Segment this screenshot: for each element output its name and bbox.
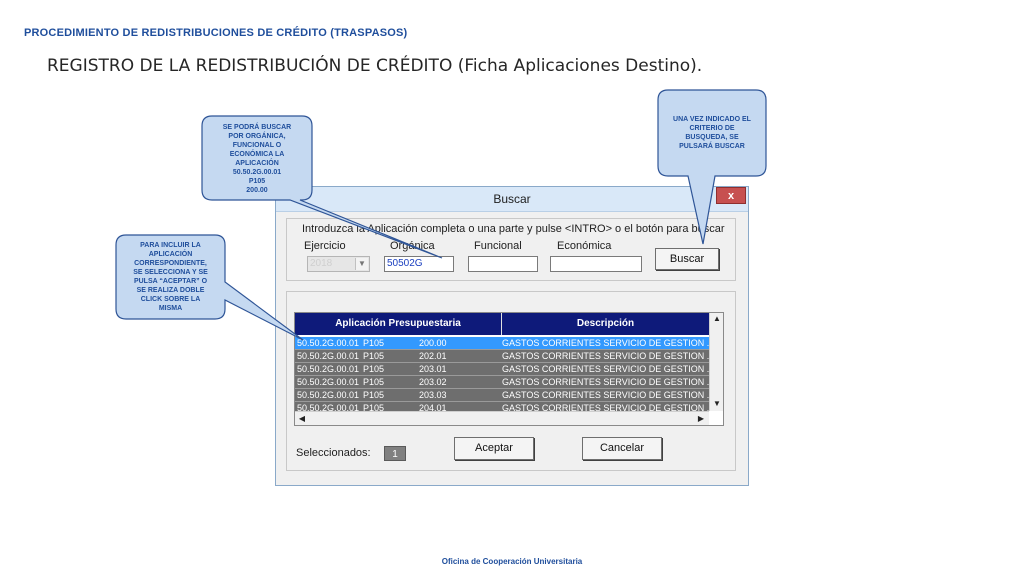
ejercicio-value: 2018 — [310, 258, 333, 269]
slide-footer: Oficina de Cooperación Universitaria — [441, 557, 583, 566]
callout-search-text: SE PODRÁ BUSCAR POR ORGÁNICA, FUNCIONAL … — [204, 123, 310, 195]
grid-header: Aplicación Presupuestaria Descripción — [295, 313, 709, 335]
instruction-text: Introduzca la Aplicación completa o una … — [302, 223, 725, 235]
table-row[interactable]: 50.50.2G.00.01 P105 202.01 GASTOS CORRIE… — [295, 350, 714, 363]
row-organica: 50.50.2G.00.01 — [297, 338, 360, 348]
row-economica: 200.00 — [419, 338, 447, 348]
scroll-up-icon[interactable]: ▲ — [713, 314, 721, 323]
ejercicio-label: Ejercicio — [304, 240, 346, 252]
callout-line: BUSQUEDA, SE — [685, 134, 739, 141]
selected-count: 1 — [384, 446, 406, 461]
row-economica: 204.01 — [419, 403, 447, 413]
selected-label: Seleccionados: — [296, 447, 371, 459]
callout-line: 200.00 — [246, 187, 268, 194]
row-economica: 203.01 — [419, 364, 447, 374]
callout-line: SE REALIZA DOBLE — [136, 287, 205, 294]
callout-line: ECONÓMICA LA — [229, 151, 285, 158]
callout-line: 50.50.2G.00.01 — [232, 169, 282, 176]
callout-line: CLICK SOBRE LA — [140, 296, 201, 303]
column-aplicacion[interactable]: Aplicación Presupuestaria — [335, 318, 461, 329]
scroll-right-icon[interactable]: ▶ — [697, 414, 705, 423]
results-grid[interactable]: Aplicación Presupuestaria Descripción 50… — [294, 312, 724, 426]
row-funcional: P105 — [363, 351, 385, 361]
close-button[interactable]: x — [716, 187, 746, 204]
slide-header: PROCEDIMIENTO DE REDISTRIBUCIONES DE CRÉ… — [24, 27, 408, 39]
row-economica: 203.02 — [419, 377, 447, 387]
scroll-down-icon[interactable]: ▼ — [713, 399, 721, 408]
search-dialog: Buscar x Introduzca la Aplicación comple… — [275, 186, 749, 486]
dropdown-arrow-icon[interactable]: ▼ — [355, 258, 368, 270]
results-group — [286, 291, 736, 471]
row-organica: 50.50.2G.00.01 — [297, 403, 360, 413]
callout-line: CRITERIO DE — [689, 125, 735, 132]
callout-line: APLICACIÓN — [235, 160, 279, 167]
callout-line: PULSA “ACEPTAR” O — [133, 278, 208, 285]
organica-input[interactable]: 50502G — [384, 256, 454, 272]
ejercicio-select[interactable]: 2018 ▼ — [307, 256, 370, 272]
slide-subtitle: REGISTRO DE LA REDISTRIBUCIÓN DE CRÉDITO… — [47, 56, 703, 76]
row-descripcion: GASTOS CORRIENTES SERVICIO DE GESTION ..… — [502, 364, 715, 374]
cancel-button[interactable]: Cancelar — [582, 437, 662, 460]
row-descripcion: GASTOS CORRIENTES SERVICIO DE GESTION ..… — [502, 403, 715, 413]
row-funcional: P105 — [363, 338, 385, 348]
table-row[interactable]: 50.50.2G.00.01 P105 203.03 GASTOS CORRIE… — [295, 389, 714, 402]
row-economica: 203.03 — [419, 390, 447, 400]
callout-line: PULSARÁ BUSCAR — [679, 143, 745, 150]
row-descripcion: GASTOS CORRIENTES SERVICIO DE GESTION ..… — [502, 390, 715, 400]
callout-line: POR ORGÁNICA, — [228, 133, 286, 140]
callout-line: CORRESPONDIENTE, — [134, 260, 207, 267]
column-divider — [501, 313, 502, 335]
close-icon: x — [727, 190, 735, 202]
row-descripcion: GASTOS CORRIENTES SERVICIO DE GESTION ..… — [502, 351, 715, 361]
dialog-title: Buscar — [493, 192, 531, 206]
row-organica: 50.50.2G.00.01 — [297, 351, 360, 361]
economica-label: Económica — [557, 240, 612, 252]
funcional-label: Funcional — [474, 240, 522, 252]
callout-line: SE SELECCIONA Y SE — [133, 269, 208, 276]
callout-line: P105 — [248, 178, 266, 185]
vertical-scrollbar[interactable]: ▲ ▼ — [709, 313, 723, 411]
row-funcional: P105 — [363, 377, 385, 387]
accept-button[interactable]: Aceptar — [454, 437, 534, 460]
row-funcional: P105 — [363, 390, 385, 400]
row-descripcion: GASTOS CORRIENTES SERVICIO DE GESTION ..… — [502, 377, 715, 387]
row-funcional: P105 — [363, 403, 385, 413]
callout-select-text: PARA INCLUIR LA APLICACIÓN CORRESPONDIEN… — [118, 241, 223, 313]
callout-line: APLICACIÓN — [148, 251, 193, 258]
callout-button-text: UNA VEZ INDICADO EL CRITERIO DE BUSQUEDA… — [660, 115, 764, 151]
row-organica: 50.50.2G.00.01 — [297, 377, 360, 387]
callout-line: UNA VEZ INDICADO EL — [673, 116, 751, 123]
callout-line: SE PODRÁ BUSCAR — [222, 124, 292, 131]
table-row[interactable]: 50.50.2G.00.01 P105 203.02 GASTOS CORRIE… — [295, 376, 714, 389]
row-economica: 202.01 — [419, 351, 447, 361]
dialog-titlebar[interactable]: Buscar x — [276, 187, 748, 212]
funcional-input[interactable] — [468, 256, 538, 272]
horizontal-scrollbar[interactable]: ◀ ▶ — [295, 411, 709, 425]
callout-line: FUNCIONAL O — [232, 142, 282, 149]
row-descripcion: GASTOS CORRIENTES SERVICIO DE GESTION ..… — [502, 338, 715, 348]
table-row[interactable]: 50.50.2G.00.01 P105 203.01 GASTOS CORRIE… — [295, 363, 714, 376]
row-organica: 50.50.2G.00.01 — [297, 390, 360, 400]
column-descripcion[interactable]: Descripción — [576, 318, 635, 329]
organica-label: Orgánica — [390, 240, 435, 252]
callout-line: MISMA — [158, 305, 183, 312]
table-row[interactable]: 50.50.2G.00.01 P105 200.00 GASTOS CORRIE… — [295, 337, 714, 350]
economica-input[interactable] — [550, 256, 642, 272]
scroll-left-icon[interactable]: ◀ — [298, 414, 306, 423]
row-funcional: P105 — [363, 364, 385, 374]
callout-line: PARA INCLUIR LA — [140, 242, 201, 249]
row-organica: 50.50.2G.00.01 — [297, 364, 360, 374]
search-button[interactable]: Buscar — [655, 248, 719, 270]
